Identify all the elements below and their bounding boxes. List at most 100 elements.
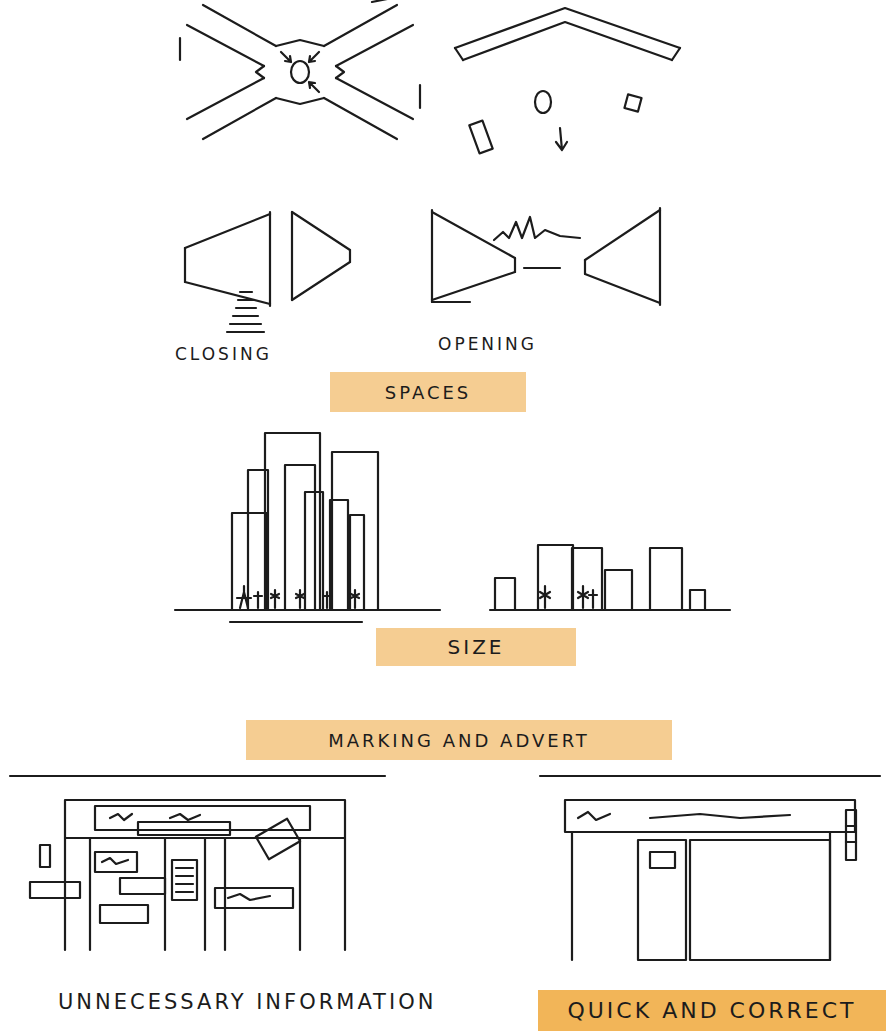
road-corner: [256, 66, 264, 78]
plaza-object: [624, 94, 641, 111]
flow-arrow: [309, 52, 319, 62]
clutter-sign: [256, 819, 300, 860]
wall-edge: [514, 258, 516, 272]
clean-storefront-sketch: [540, 776, 880, 960]
hanging-sign: [846, 825, 856, 827]
clutter-sign: [172, 860, 197, 900]
building: [350, 515, 364, 610]
clutter-scribble: [102, 858, 128, 864]
clutter-sign: [100, 905, 148, 923]
tree-figure: [578, 586, 588, 608]
hanging-sign: [846, 810, 856, 860]
road-end: [179, 38, 181, 60]
clutter-sign: [138, 822, 230, 835]
road-edge: [336, 25, 413, 66]
building-edge: [455, 48, 463, 60]
wall-edge: [185, 214, 270, 248]
roundabout-island: [291, 61, 309, 83]
road-corner: [276, 98, 324, 104]
clutter-scribble: [228, 894, 270, 900]
wall-edge: [432, 272, 515, 300]
storefront: [89, 838, 91, 950]
stair-step: [240, 291, 252, 293]
storefront: [299, 838, 301, 950]
wall-edge: [292, 212, 350, 250]
stair-step: [227, 331, 264, 333]
building: [330, 500, 348, 610]
wall-edge: [584, 260, 586, 274]
band-label: SPACES: [385, 382, 472, 403]
highlight-band: QUICK AND CORRECT: [538, 990, 886, 1031]
clutter-sign: [30, 882, 80, 898]
shop-sign: [95, 806, 310, 830]
closing-space-sketch: [185, 212, 350, 332]
plaza-object: [469, 121, 492, 154]
wall-edge: [585, 210, 660, 260]
sketch-caption: OPENING: [438, 334, 537, 354]
road-corner: [276, 40, 324, 46]
ground-line: [490, 609, 730, 611]
storefront: [571, 832, 573, 960]
highlight-band: MARKING AND ADVERT: [246, 720, 672, 760]
tree-figure: [540, 586, 550, 608]
person-figure: [237, 586, 251, 608]
opening-space-sketch: [432, 208, 660, 305]
door-sign: [650, 852, 675, 868]
wall-edge: [431, 210, 433, 302]
clutter-sign: [40, 845, 50, 867]
shop-sign: [565, 800, 855, 832]
storefront: [224, 838, 226, 950]
tree-figure: [271, 590, 279, 608]
storefront: [65, 800, 345, 950]
sketch-caption: CLOSING: [175, 344, 272, 364]
stair-step: [233, 315, 258, 317]
building: [305, 492, 323, 610]
sign-scribble: [170, 814, 200, 820]
cluttered-storefront-sketch: [10, 776, 385, 950]
building: [650, 548, 682, 610]
shop-door: [638, 840, 686, 960]
road-edge: [187, 78, 264, 119]
building: [332, 452, 378, 610]
building: [265, 433, 320, 610]
wall-edge: [659, 208, 661, 305]
sign-scribble: [578, 812, 610, 820]
road-corner: [336, 66, 344, 78]
building: [605, 570, 632, 610]
direction-arrow: [556, 128, 567, 150]
tree-figure: [296, 590, 304, 608]
stair-step: [236, 307, 256, 309]
hanging-sign: [846, 841, 856, 843]
skyline-scribble: [494, 217, 580, 240]
ground-line: [524, 267, 560, 269]
flow-arrow: [281, 52, 291, 62]
wall-edge: [291, 212, 293, 300]
clutter-sign: [95, 852, 137, 872]
building: [538, 545, 573, 610]
sign-scribble: [110, 814, 132, 820]
clutter-sign: [120, 878, 165, 894]
road-end: [372, 0, 392, 2]
ground-line: [175, 609, 440, 611]
wall-edge: [349, 250, 351, 262]
low-buildings-sketch: [490, 545, 730, 610]
plaza-object: [535, 91, 551, 113]
band-label: QUICK AND CORRECT: [567, 998, 856, 1023]
building-edge: [672, 48, 680, 60]
tall-buildings-sketch: [175, 433, 440, 622]
clutter-sign: [215, 888, 293, 908]
sketch-caption: UNNECESSARY INFORMATION: [58, 990, 436, 1014]
sign-scribble: [650, 814, 790, 818]
building-edge: [455, 8, 680, 48]
road-edge: [324, 98, 397, 139]
person-figure: [589, 590, 597, 608]
wall-edge: [184, 248, 186, 282]
wall-edge: [269, 212, 271, 306]
building: [690, 590, 705, 610]
shop-window: [690, 840, 830, 960]
person-figure: [323, 592, 331, 608]
wall-edge: [432, 212, 515, 258]
facade-line: [540, 775, 880, 777]
